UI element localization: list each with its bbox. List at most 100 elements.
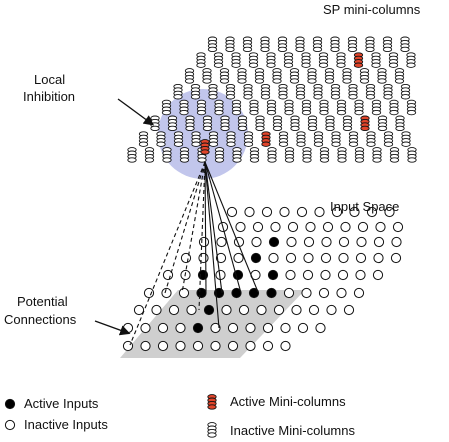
inactive-minicolumn: [383, 131, 394, 147]
inactive-input: [314, 206, 325, 218]
potential-connections-label-line2: Connections: [4, 312, 77, 327]
inactive-input: [338, 236, 350, 248]
legend-active-inputs-label: Active Inputs: [24, 396, 99, 411]
inactive-input: [287, 221, 299, 233]
inactive-input: [336, 287, 347, 299]
inactive-minicolumn: [319, 147, 330, 163]
inactive-minicolumn: [237, 68, 247, 84]
inactive-minicolumn: [173, 83, 183, 100]
inactive-minicolumn: [312, 36, 323, 53]
inactive-input: [331, 206, 343, 218]
inactive-input: [303, 252, 314, 264]
inactive-minicolumn: [336, 52, 346, 68]
active-minicolumn: [360, 115, 370, 132]
inactive-input: [252, 221, 264, 233]
inactive-input: [168, 304, 180, 316]
inactive-input: [210, 340, 221, 352]
inactive-minicolumn: [242, 36, 253, 53]
inactive-minicolumn: [243, 131, 254, 147]
inactive-minicolumn: [202, 115, 213, 132]
inactive-minicolumn: [254, 68, 265, 84]
inactive-input: [366, 206, 378, 218]
inactive-minicolumn: [127, 147, 137, 163]
connection-line: [204, 161, 223, 294]
inactive-input: [215, 252, 227, 264]
inactive-input: [338, 252, 349, 264]
local-inhibition-label-line2: Inhibition: [23, 89, 76, 104]
inactive-input: [322, 221, 334, 233]
inactive-minicolumn: [382, 36, 393, 53]
inactive-input: [227, 340, 239, 352]
inactive-input: [273, 304, 285, 316]
inactive-input: [296, 206, 308, 218]
inactive-input: [221, 304, 232, 316]
inactive-input: [198, 252, 209, 264]
inactive-input: [384, 206, 395, 218]
inactive-input: [326, 304, 337, 316]
inactive-minicolumn: [336, 99, 347, 116]
inactive-input: [262, 322, 274, 334]
inactive-input: [143, 287, 155, 299]
inactive-minicolumn: [138, 131, 149, 147]
inactive-minicolumn: [266, 99, 277, 116]
sp-minicolumn-grid: [127, 36, 417, 163]
inactive-minicolumn: [179, 99, 189, 116]
inactive-minicolumn: [348, 131, 359, 147]
inactive-input: [270, 221, 281, 233]
inactive-input: [198, 236, 210, 248]
inactive-minicolumn: [354, 147, 365, 163]
inactive-input: [245, 340, 256, 352]
inactive-input: [122, 340, 134, 352]
active-input: [192, 322, 204, 334]
inactive-minicolumn: [354, 99, 364, 116]
inactive-minicolumn: [248, 52, 259, 68]
inactive-minicolumn: [225, 83, 236, 100]
inactive-minicolumn: [337, 147, 347, 163]
inactive-input: [261, 206, 273, 218]
inactive-minicolumn: [267, 147, 277, 163]
inactive-input: [227, 322, 239, 334]
inhibition-arrow: [117, 98, 155, 126]
inactive-input: [140, 322, 151, 334]
inactive-minicolumn: [208, 131, 219, 147]
inactive-input: [175, 322, 186, 334]
inactive-input: [320, 252, 332, 264]
inactive-minicolumn: [232, 147, 242, 163]
inactive-minicolumn: [226, 131, 236, 147]
inactive-input: [280, 322, 291, 334]
inactive-input: [157, 340, 169, 352]
potential-connection-line: [198, 161, 206, 311]
inactive-input: [320, 269, 331, 281]
inactive-input: [210, 322, 221, 334]
inactive-minicolumn: [249, 147, 260, 163]
inactive-input: [315, 322, 326, 334]
connection-line: [204, 161, 220, 329]
inactive-minicolumn: [289, 68, 300, 84]
inactive-minicolumn: [325, 115, 335, 132]
inactive-minicolumn: [365, 36, 375, 53]
inactive-minicolumn: [407, 147, 417, 163]
inactive-minicolumn: [260, 36, 270, 53]
inactive-input: [285, 269, 296, 281]
inactive-input: [308, 304, 320, 316]
inactive-minicolumn: [243, 83, 253, 100]
inactive-input: [251, 236, 262, 248]
inactive-input: [245, 322, 256, 334]
focus-active-minicolumn: [200, 139, 210, 155]
inactive-minicolumn: [348, 83, 358, 100]
inactive-minicolumn: [196, 99, 207, 116]
inactive-minicolumn: [347, 36, 358, 53]
inactive-input: [301, 287, 312, 299]
inactive-input: [226, 206, 238, 218]
inactive-input: [279, 206, 290, 218]
inactive-minicolumn: [231, 99, 242, 116]
inactive-input: [373, 252, 384, 264]
inactive-minicolumn: [255, 115, 265, 132]
inactive-minicolumn: [366, 131, 376, 147]
inactive-minicolumn: [283, 52, 294, 68]
inactive-minicolumn: [400, 83, 411, 100]
inactive-minicolumn: [331, 131, 341, 147]
inactive-input: [372, 269, 384, 281]
inactive-minicolumn: [389, 99, 399, 116]
inactive-minicolumn: [313, 131, 324, 147]
